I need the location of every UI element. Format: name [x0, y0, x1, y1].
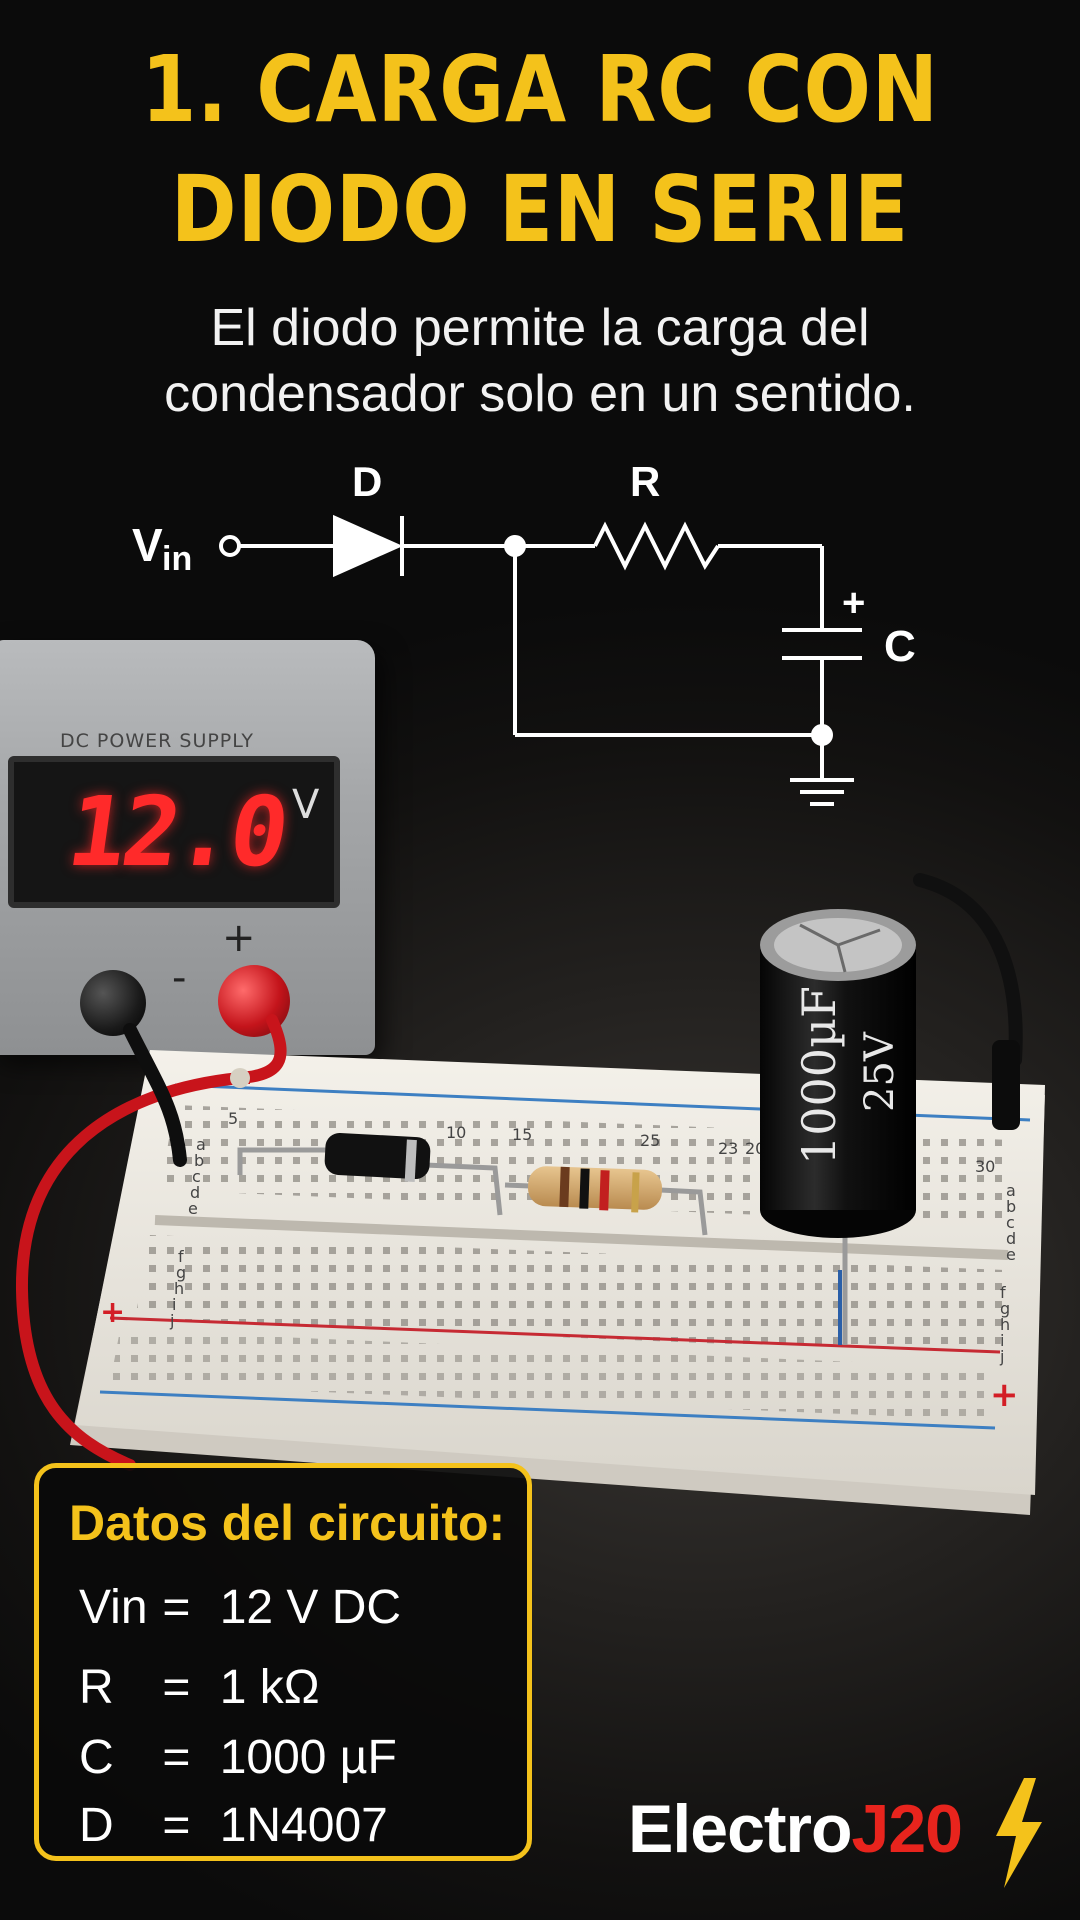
row-letter: i: [1000, 1331, 1004, 1350]
col-number: 10: [446, 1123, 466, 1142]
data-value: 12 V DC: [219, 1581, 402, 1634]
data-key: R: [79, 1661, 114, 1714]
row-letter: h: [174, 1279, 184, 1298]
resistor-lead-right: [659, 1187, 708, 1236]
circuit-data-panel: Datos del circuito: Vin = 12 V DC R = 1 …: [34, 1463, 532, 1861]
input-label-subscript: in: [162, 540, 192, 578]
data-equals: =: [162, 1731, 191, 1784]
row-letter: e: [188, 1199, 198, 1218]
capacitor-plus-sign: +: [842, 581, 865, 625]
diode-lead-left: [237, 1147, 335, 1175]
power-supply-label: DC POWER SUPPLY: [60, 730, 254, 752]
diode-cathode-band: [404, 1139, 417, 1183]
lightning-bolt-icon: [996, 1778, 1042, 1888]
voltage-unit: V: [292, 782, 320, 828]
data-row: Vin = 12 V DC: [79, 1580, 401, 1635]
row-letter: e: [1006, 1245, 1016, 1264]
row-letter: g: [176, 1263, 186, 1282]
capacitor-vent: [799, 923, 881, 973]
voltage-display: 12.0 V: [8, 756, 340, 908]
resistor-label: R: [630, 458, 660, 505]
resistor-lead-left: [504, 1182, 531, 1189]
black-probe-wire: [913, 873, 1023, 1067]
capacitor-rating: 25V: [857, 1031, 903, 1112]
capacitor-body: [760, 945, 916, 1210]
row-letter: b: [1006, 1197, 1016, 1216]
capacitor-value: 1000µF: [792, 986, 846, 1165]
dc-power-supply: DC POWER SUPPLY 12.0 V + -: [0, 640, 375, 1055]
brand-name-part1: Electro: [628, 1791, 853, 1867]
circuit-schematic: V in D R + C: [132, 458, 916, 806]
data-row: D = 1N4007: [79, 1798, 388, 1853]
capacitor-label: C: [884, 622, 916, 671]
red-wire: [15, 1014, 287, 1471]
subtitle-line-2: condensador solo en un sentido.: [164, 365, 916, 423]
breadboard-holes-bottom: [135, 1235, 1005, 1355]
row-letter: f: [178, 1247, 184, 1266]
brand-logo: ElectroJ20: [628, 1790, 963, 1868]
row-letter: j: [999, 1347, 1004, 1366]
row-letter: h: [1000, 1315, 1010, 1334]
title-line-1: 1. CARGA RC CON: [141, 36, 939, 143]
col-number: 25: [640, 1131, 660, 1150]
diode-label: D: [352, 458, 382, 505]
resistor-band-4: [631, 1172, 640, 1213]
data-value: 1 kΩ: [219, 1661, 320, 1714]
row-letter: a: [196, 1135, 206, 1154]
row-letter: a: [1006, 1181, 1016, 1200]
data-equals: =: [162, 1799, 191, 1852]
data-row: R = 1 kΩ: [79, 1660, 320, 1715]
resistor-band-2: [579, 1168, 590, 1209]
data-value: 1N4007: [219, 1799, 388, 1852]
data-key: D: [79, 1799, 114, 1852]
data-equals: =: [162, 1661, 191, 1714]
row-letter: d: [190, 1183, 200, 1202]
input-label: V: [132, 519, 163, 571]
probe-connector: [992, 1040, 1020, 1130]
negative-terminal-sign: -: [172, 955, 187, 1001]
data-key: Vin: [79, 1581, 148, 1634]
title-line-2: DIODO EN SERIE: [170, 156, 910, 263]
row-letter: b: [194, 1151, 204, 1170]
breadboard-center-channel: [154, 1215, 1009, 1260]
row-letter: d: [1006, 1229, 1016, 1248]
col-number: 23: [718, 1139, 738, 1158]
row-letter: j: [169, 1311, 174, 1330]
resistor-band-3: [599, 1170, 610, 1211]
data-key: C: [79, 1731, 114, 1784]
positive-terminal-sign: +: [222, 915, 256, 961]
data-equals: =: [162, 1581, 191, 1634]
wire-pin: [230, 1068, 250, 1088]
circuit-data-title: Datos del circuito:: [69, 1495, 506, 1551]
col-number: 30: [975, 1157, 995, 1176]
data-row: C = 1000 µF: [79, 1730, 397, 1785]
row-letter: i: [172, 1295, 176, 1314]
diode-lead-right: [424, 1162, 503, 1216]
resistor-symbol: [593, 521, 720, 571]
rail-plus-right: +: [990, 1375, 1019, 1415]
breadboard-rail-holes: [110, 1330, 990, 1420]
rail-line-red: [109, 1316, 1001, 1354]
resistor-body: [527, 1166, 663, 1210]
diode-body: [324, 1133, 431, 1180]
resistor-band-1: [559, 1166, 570, 1208]
brand-name-part2: J20: [851, 1791, 963, 1867]
black-wire: [123, 1023, 187, 1167]
diode-symbol: [333, 514, 403, 578]
col-number: 5: [228, 1109, 238, 1128]
subtitle-line-1: El diodo permite la carga del: [210, 299, 870, 357]
data-value: 1000 µF: [219, 1731, 397, 1784]
row-letter: c: [1006, 1213, 1015, 1232]
row-letter: f: [1000, 1283, 1006, 1302]
rail-line-blue-bottom: [99, 1390, 996, 1430]
col-number: 15: [512, 1125, 532, 1144]
row-letter: g: [1000, 1299, 1010, 1318]
negative-terminal: [80, 970, 146, 1036]
row-letter: c: [192, 1167, 201, 1186]
rail-plus-left: +: [100, 1295, 125, 1330]
